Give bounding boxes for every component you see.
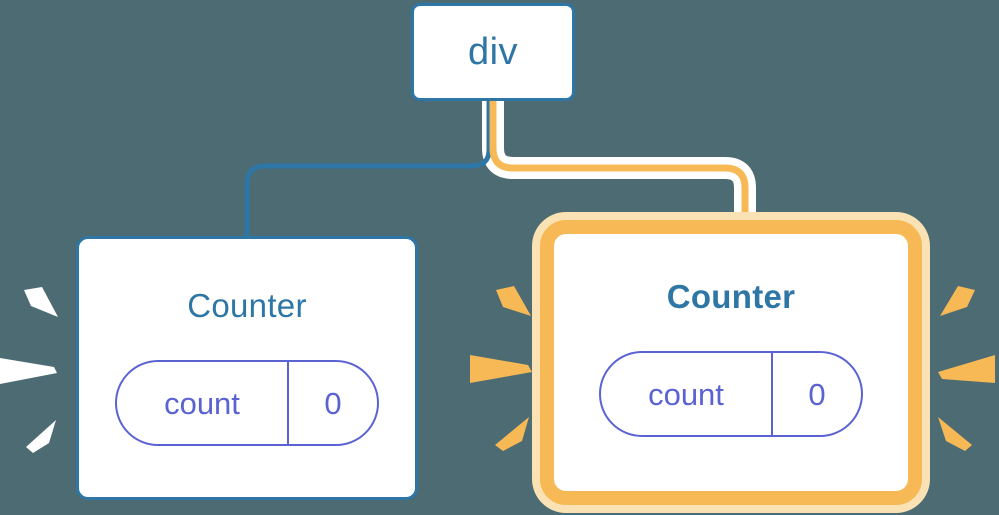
burst-group-center-orange (470, 286, 532, 451)
burst-ray-white-middle (0, 358, 57, 384)
counter-right-body: Counter count 0 (554, 234, 908, 491)
counter-left-state-key: count (164, 385, 240, 421)
counter-left-state-value: 0 (287, 362, 377, 444)
burst-ray-orange-center-lower (495, 417, 529, 451)
burst-ray-orange-right-lower (938, 417, 972, 451)
burst-ray-orange-right-middle (938, 355, 995, 383)
burst-group-left-white (0, 287, 58, 453)
edge-div-to-counter-left (244, 101, 492, 239)
burst-ray-orange-center-upper (496, 286, 531, 316)
burst-ray-white-lower (26, 420, 56, 453)
counter-left-state-pill[interactable]: count 0 (115, 360, 379, 446)
node-counter-left[interactable]: Counter count 0 (76, 236, 418, 500)
edge-div-to-counter-right (489, 101, 749, 234)
burst-ray-orange-center-middle (470, 355, 532, 383)
counter-right-state-value: 0 (771, 353, 861, 435)
burst-ray-orange-right-upper (940, 286, 975, 316)
counter-right-state-pill[interactable]: count 0 (599, 351, 863, 437)
node-div-label: div (467, 31, 519, 73)
counter-left-title: Counter (187, 287, 307, 324)
node-div[interactable]: div (411, 3, 575, 101)
burst-group-right-orange (938, 286, 995, 451)
node-counter-right[interactable]: Counter count 0 (540, 220, 922, 505)
counter-left-body: Counter count 0 (79, 239, 415, 497)
counter-right-title: Counter (666, 278, 796, 315)
edge-div-to-counter-right-halo (482, 101, 756, 234)
counter-right-state-key: count (648, 376, 724, 412)
burst-ray-white-upper (24, 287, 58, 317)
